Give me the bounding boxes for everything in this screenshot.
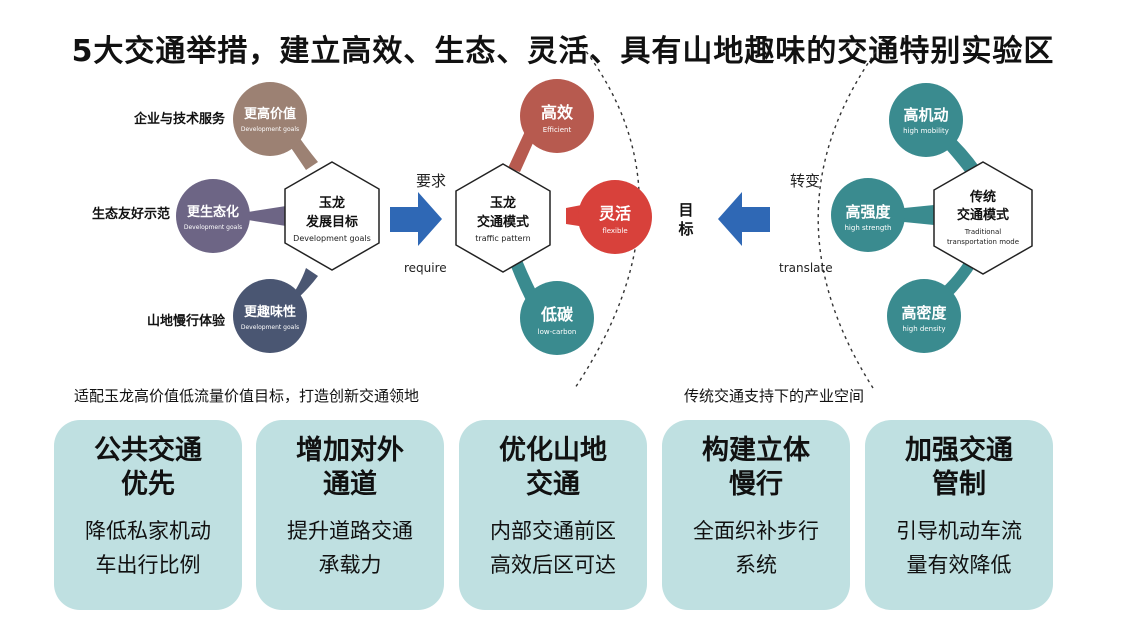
card-title-line2: 慢行 [729, 469, 783, 500]
card-body-line2: 承载力 [318, 553, 382, 577]
goal-label-line1: 目 [678, 201, 693, 219]
card-title-line1: 优化山地 [499, 435, 607, 466]
right-center-sub1: Traditional [964, 228, 1002, 236]
dashed-arc-right [817, 45, 881, 389]
node-higher-value-sub: Development goals [241, 126, 299, 133]
translate-label-cn: 转变 [790, 172, 820, 190]
connector-purple [248, 206, 286, 226]
left-center-sub: Development goals [293, 234, 371, 243]
card-external-channels: 增加对外 通道 提升道路交通 承载力 [256, 420, 444, 610]
middle-center-line2: 交通模式 [477, 214, 529, 230]
node-higher-value-main: 更高价值 [244, 106, 296, 122]
right-center-sub2: transportation mode [947, 238, 1019, 246]
card-body-line1: 内部交通前区 [490, 519, 616, 543]
require-label-en: require [404, 261, 447, 275]
node-lowcarbon-main: 低碳 [540, 305, 574, 324]
node-more-fun-main: 更趣味性 [244, 304, 296, 320]
left-center-line1: 玉龙 [319, 195, 345, 211]
card-title-line1: 公共交通 [94, 435, 202, 466]
card-mountain-traffic: 优化山地 交通 内部交通前区 高效后区可达 [459, 420, 647, 610]
left-center-hexagon [284, 161, 380, 271]
card-title-line1: 增加对外 [296, 435, 404, 466]
card-title-line2: 通道 [323, 469, 377, 500]
node-efficient-main: 高效 [541, 103, 573, 122]
card-traffic-control: 加强交通 管制 引导机动车流 量有效降低 [865, 420, 1053, 610]
node-efficient-sub: Efficient [543, 126, 572, 134]
node-efficient [520, 79, 594, 153]
node-more-ecological-sub: Development goals [184, 224, 242, 231]
card-body-line2: 高效后区可达 [490, 553, 616, 577]
card-title-line2: 交通 [526, 469, 580, 500]
label-eco-demo: 生态友好示范 [92, 206, 170, 222]
node-more-ecological-main: 更生态化 [187, 204, 239, 220]
middle-center-line1: 玉龙 [490, 195, 516, 211]
left-center-line2: 发展目标 [305, 214, 358, 230]
node-flexible [578, 180, 652, 254]
translate-label-en: translate [779, 261, 833, 275]
node-more-fun [233, 279, 307, 353]
card-public-transit: 公共交通 优先 降低私家机动 车出行比例 [54, 420, 242, 610]
node-high-mobility-main: 高机动 [903, 106, 948, 124]
label-mountain-slow: 山地慢行体验 [147, 313, 226, 329]
node-high-strength-sub: high strength [845, 224, 892, 232]
node-high-mobility [889, 83, 963, 157]
goal-label-line2: 标 [677, 220, 693, 238]
card-body-line1: 降低私家机动 [85, 519, 211, 543]
node-high-mobility-sub: high mobility [903, 127, 949, 135]
card-body-line2: 车出行比例 [95, 553, 201, 577]
left-cluster: 更高价值 Development goals 更生态化 Development … [92, 82, 380, 353]
card-body-line2: 量有效降低 [906, 553, 1012, 577]
card-slow-traffic: 构建立体 慢行 全面织补步行 系统 [662, 420, 850, 610]
require-label-cn: 要求 [416, 172, 446, 190]
card-body-line1: 引导机动车流 [896, 519, 1022, 543]
require-arrow-group: 要求 require [390, 172, 447, 275]
label-enterprise-tech: 企业与技术服务 [133, 111, 226, 127]
right-center-line2: 交通模式 [957, 207, 1009, 223]
node-higher-value [233, 82, 307, 156]
caption-left: 适配玉龙高价值低流量价值目标，打造创新交通领地 [74, 387, 420, 405]
node-flexible-sub: flexible [602, 227, 627, 235]
right-center-hexagon [933, 161, 1033, 275]
card-title-line2: 管制 [932, 469, 986, 500]
node-lowcarbon-sub: low-carbon [538, 328, 577, 336]
right-cluster: 高机动 high mobility 高强度 high strength 高密度 … [831, 83, 1033, 353]
card-title-line2: 优先 [121, 469, 175, 500]
middle-center-sub: traffic pattern [475, 234, 530, 243]
card-title-line1: 构建立体 [702, 435, 810, 466]
node-high-strength-main: 高强度 [845, 203, 891, 221]
card-title-line1: 加强交通 [905, 435, 1013, 466]
caption-right: 传统交通支持下的产业空间 [684, 387, 865, 405]
translate-arrow-group: 转变 translate [718, 172, 833, 275]
card-body-line1: 提升道路交通 [287, 519, 413, 543]
page-title: 5大交通举措，建立高效、生态、灵活、具有山地趣味的交通特别实验区 [71, 34, 1055, 69]
right-center-line1: 传统 [969, 189, 996, 205]
middle-center-hexagon [455, 163, 551, 273]
node-high-strength [831, 178, 905, 252]
node-high-density-main: 高密度 [901, 304, 947, 322]
card-body-line1: 全面织补步行 [693, 519, 819, 543]
card-body-line2: 系统 [735, 553, 777, 577]
arrow-right-icon [390, 192, 442, 246]
node-high-density-sub: high density [902, 325, 945, 333]
arrow-left-icon [718, 192, 770, 246]
node-high-density [887, 279, 961, 353]
node-lowcarbon [520, 281, 594, 355]
node-more-ecological [176, 179, 250, 253]
node-flexible-main: 灵活 [599, 204, 631, 223]
middle-cluster: 高效 Efficient 灵活 flexible 低碳 low-carbon 玉… [455, 79, 652, 355]
node-more-fun-sub: Development goals [241, 324, 299, 331]
